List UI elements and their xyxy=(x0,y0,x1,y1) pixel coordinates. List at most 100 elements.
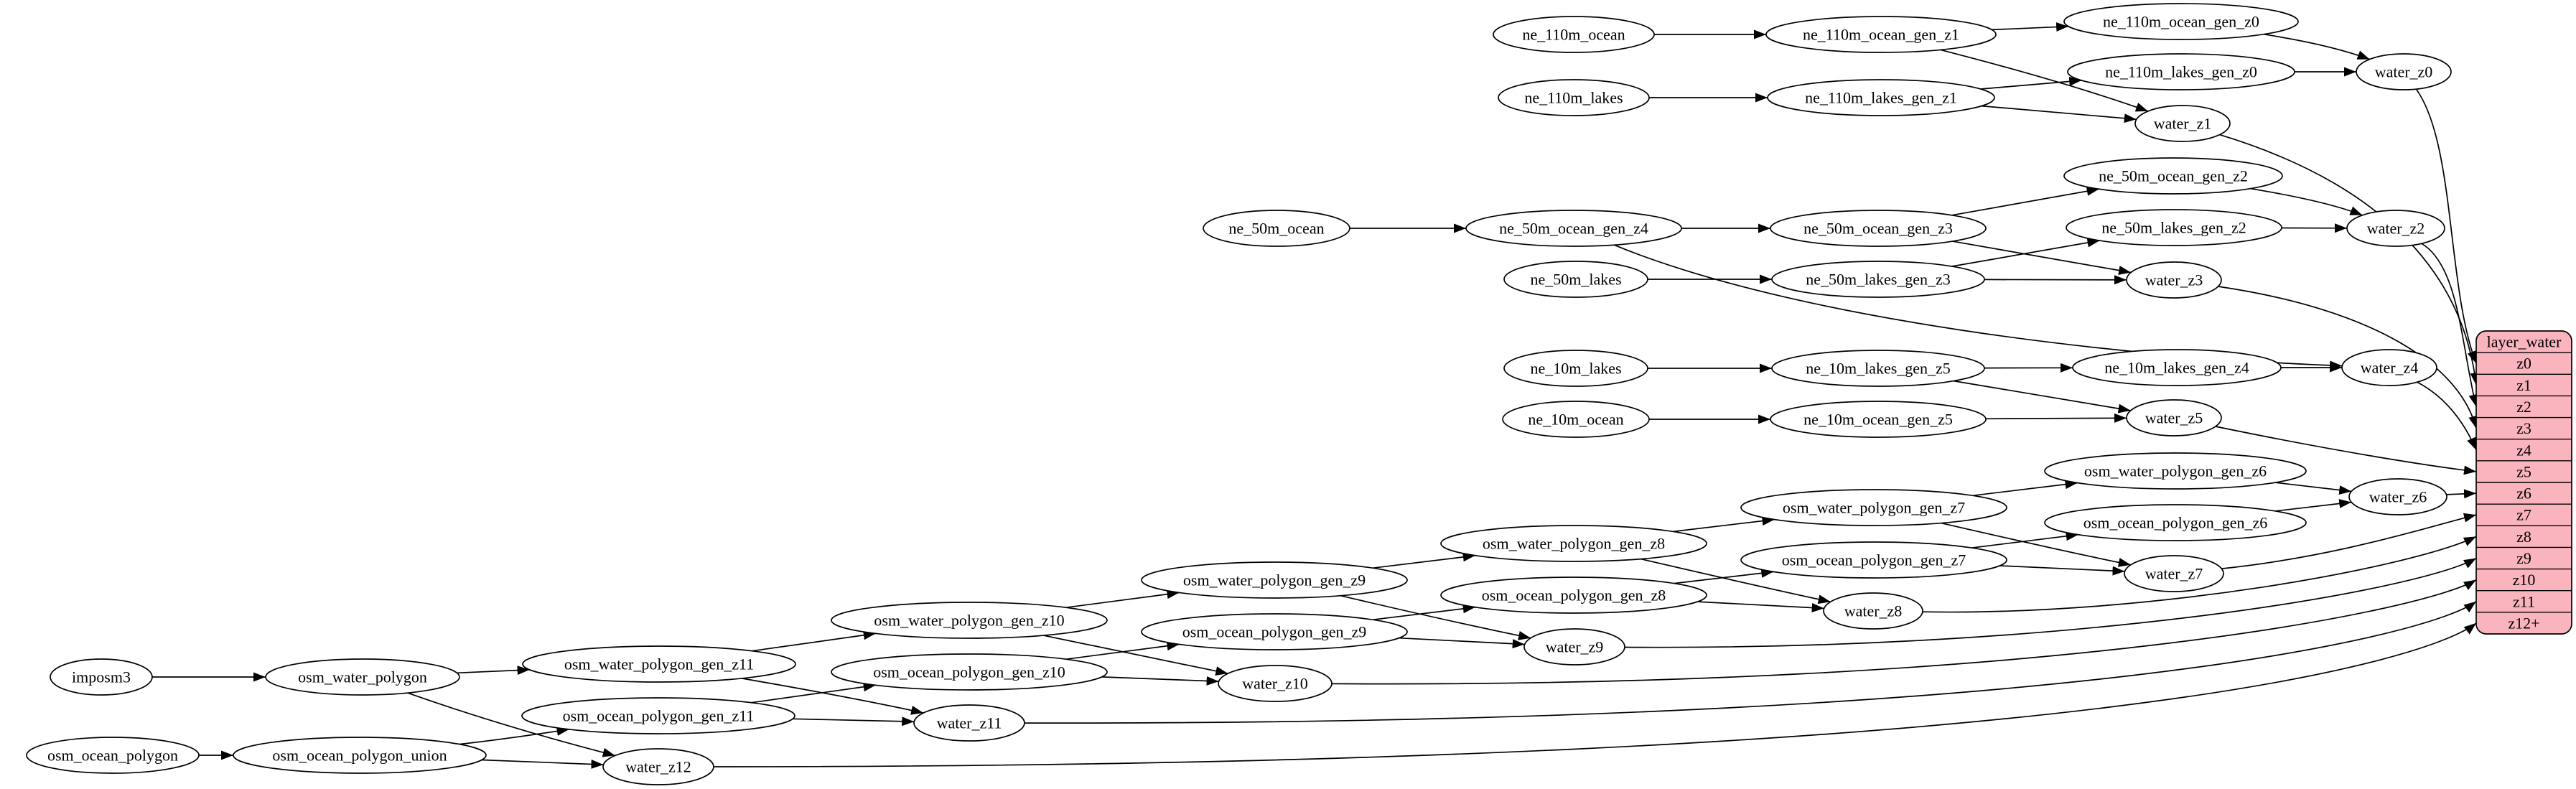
node-label-ne_10m_lakes_gen_z5: ne_10m_lakes_gen_z5 xyxy=(1806,359,1951,377)
node-label-water_z6: water_z6 xyxy=(2369,487,2427,505)
record-layer: layer_waterz0z1z2z3z4z5z6z7z8z9z10z11z12… xyxy=(2475,330,2572,635)
node-ne_110m_ocean_gen_z1: ne_110m_ocean_gen_z1 xyxy=(1765,16,1997,53)
node-label-water_z11: water_z11 xyxy=(937,714,1002,732)
node-ne_50m_lakes: ne_50m_lakes xyxy=(1503,261,1648,298)
record-row-z4: z4 xyxy=(2516,441,2531,459)
node-label-osm_water_polygon_gen_z9: osm_water_polygon_gen_z9 xyxy=(1183,571,1366,589)
edge-osm_ocean_polygon_gen_z7-to-osm_ocean_polygon_gen_z6 xyxy=(1971,531,2078,548)
record-row-z3: z3 xyxy=(2516,419,2531,437)
edge-osm_ocean_polygon_gen_z9-to-water_z9 xyxy=(1399,637,1525,649)
edge-water_z6-to-layer_water-z6 xyxy=(2446,489,2477,499)
edge-water_z3-to-layer_water-z3 xyxy=(2218,286,2478,429)
edge-ne_110m_ocean_gen_z1-to-water_z1 xyxy=(1940,49,2149,112)
node-ne_10m_lakes_gen_z5: ne_10m_lakes_gen_z5 xyxy=(1771,350,1985,387)
node-ellipse-water_z0 xyxy=(2356,53,2452,90)
edge-water_z11-to-layer_water-z11 xyxy=(1024,601,2477,724)
node-label-osm_water_polygon_gen_z6: osm_water_polygon_gen_z6 xyxy=(2084,462,2267,480)
node-water_z8: water_z8 xyxy=(1823,592,1923,630)
node-ne_50m_lakes_gen_z3: ne_50m_lakes_gen_z3 xyxy=(1771,261,1985,298)
edge-osm_water_polygon_gen_z10-to-water_z10 xyxy=(1043,635,1228,676)
node-ne_50m_ocean_gen_z2: ne_50m_ocean_gen_z2 xyxy=(2063,157,2283,195)
node-label-water_z10: water_z10 xyxy=(1242,674,1308,692)
node-osm_water_polygon_gen_z8: osm_water_polygon_gen_z8 xyxy=(1440,525,1707,562)
edge-water_z8-to-layer_water-z8 xyxy=(1922,536,2477,613)
node-osm_water_polygon_gen_z9: osm_water_polygon_gen_z9 xyxy=(1141,561,1408,599)
record-row-z11: z11 xyxy=(2513,592,2535,610)
node-ellipse-ne_110m_lakes_gen_z0 xyxy=(2067,53,2295,90)
node-ellipse-ne_110m_ocean xyxy=(1493,16,1655,53)
node-ellipse-ne_50m_ocean xyxy=(1203,210,1350,247)
edge-ne_110m_ocean_gen_z0-to-water_z0 xyxy=(2263,33,2370,60)
node-label-osm_ocean_polygon_gen_z10: osm_ocean_polygon_gen_z10 xyxy=(873,663,1065,681)
record-row-z2: z2 xyxy=(2516,398,2531,416)
node-label-osm_ocean_polygon_union: osm_ocean_polygon_union xyxy=(272,746,447,764)
node-label-ne_50m_lakes_gen_z3: ne_50m_lakes_gen_z3 xyxy=(1806,270,1951,288)
node-ellipse-osm_ocean_polygon_gen_z11 xyxy=(521,697,795,734)
edge-ne_110m_lakes_gen_z1-to-water_z1 xyxy=(1981,105,2137,123)
node-water_z9: water_z9 xyxy=(1523,628,1625,666)
node-water_z3: water_z3 xyxy=(2126,261,2222,299)
node-osm_water_polygon_gen_z10: osm_water_polygon_gen_z10 xyxy=(831,602,1108,639)
node-imposm3: imposm3 xyxy=(50,658,153,696)
node-ellipse-ne_50m_lakes xyxy=(1503,261,1648,298)
node-ellipse-water_z2 xyxy=(2346,210,2445,247)
node-ellipse-ne_10m_ocean xyxy=(1502,401,1650,438)
edge-osm_ocean_polygon_gen_z10-to-osm_ocean_polygon_gen_z9 xyxy=(1065,641,1180,660)
edge-osm_ocean_polygon_gen_z11-to-osm_ocean_polygon_gen_z10 xyxy=(751,682,876,704)
node-label-water_z3: water_z3 xyxy=(2145,271,2203,289)
node-ne_10m_ocean_gen_z5: ne_10m_ocean_gen_z5 xyxy=(1770,401,1987,438)
edge-water_z4-to-layer_water-z4 xyxy=(2417,381,2477,451)
node-ne_10m_lakes_gen_z4: ne_10m_lakes_gen_z4 xyxy=(2072,349,2282,386)
node-osm_ocean_polygon_gen_z7: osm_ocean_polygon_gen_z7 xyxy=(1740,541,2007,579)
edge-osm_ocean_polygon_gen_z6-to-water_z6 xyxy=(2274,499,2352,512)
node-ne_110m_lakes_gen_z1: ne_110m_lakes_gen_z1 xyxy=(1767,79,1995,116)
edge-ne_50m_ocean_gen_z4-to-water_z4 xyxy=(1613,244,2343,370)
node-label-water_z2: water_z2 xyxy=(2367,219,2425,237)
node-ellipse-osm_water_polygon_gen_z11 xyxy=(522,645,796,683)
node-osm_ocean_polygon_gen_z11: osm_ocean_polygon_gen_z11 xyxy=(521,697,795,734)
node-water_z4: water_z4 xyxy=(2341,349,2437,386)
node-ellipse-osm_ocean_polygon_gen_z8 xyxy=(1440,576,1707,614)
node-water_z6: water_z6 xyxy=(2348,478,2447,515)
node-ellipse-osm_ocean_polygon_gen_z9 xyxy=(1141,613,1408,650)
node-water_z1: water_z1 xyxy=(2134,105,2231,142)
record-row-z6: z6 xyxy=(2516,485,2531,503)
edge-water_z0-to-layer_water-z0 xyxy=(2415,88,2477,364)
node-label-water_z0: water_z0 xyxy=(2375,62,2433,80)
node-label-ne_10m_lakes: ne_10m_lakes xyxy=(1530,359,1621,377)
node-water_z0: water_z0 xyxy=(2356,53,2452,90)
edge-osm_water_polygon_gen_z8-to-water_z8 xyxy=(1640,558,1831,604)
node-ellipse-ne_50m_lakes_gen_z3 xyxy=(1771,261,1985,298)
node-ellipse-ne_110m_ocean_gen_z0 xyxy=(2063,3,2299,40)
node-ellipse-ne_50m_lakes_gen_z2 xyxy=(2066,209,2282,246)
edge-osm_water_polygon_gen_z7-to-water_z7 xyxy=(1941,522,2131,567)
node-label-ne_110m_lakes: ne_110m_lakes xyxy=(1524,88,1623,106)
node-ellipse-water_z11 xyxy=(913,704,1025,742)
node-ellipse-water_z12 xyxy=(602,748,714,785)
node-osm_ocean_polygon_gen_z6: osm_ocean_polygon_gen_z6 xyxy=(2044,504,2307,541)
node-label-water_z9: water_z9 xyxy=(1546,638,1604,655)
edge-osm_ocean_polygon_union-to-water_z12 xyxy=(481,759,604,769)
node-osm_ocean_polygon_gen_z10: osm_ocean_polygon_gen_z10 xyxy=(831,653,1108,691)
node-label-ne_110m_lakes_gen_z0: ne_110m_lakes_gen_z0 xyxy=(2105,62,2257,80)
node-ellipse-osm_ocean_polygon xyxy=(26,737,200,774)
edge-osm_water_polygon_gen_z7-to-osm_water_polygon_gen_z6 xyxy=(1972,480,2078,497)
edge-ne_10m_ocean_gen_z5-to-water_z5 xyxy=(1985,413,2127,423)
node-label-ne_50m_lakes_gen_z2: ne_50m_lakes_gen_z2 xyxy=(2101,218,2246,236)
node-ellipse-ne_10m_lakes xyxy=(1503,350,1648,387)
edge-osm_water_polygon_gen_z9-to-water_z9 xyxy=(1340,594,1531,640)
record-row-z12plus: z12+ xyxy=(2508,614,2539,632)
node-label-osm_ocean_polygon: osm_ocean_polygon xyxy=(47,746,178,764)
edge-water_z10-to-layer_water-z10 xyxy=(1331,579,2477,685)
edge-osm_water_polygon_gen_z11-to-water_z11 xyxy=(741,678,924,715)
node-ellipse-ne_10m_ocean_gen_z5 xyxy=(1770,401,1987,438)
node-osm_ocean_polygon_gen_z8: osm_ocean_polygon_gen_z8 xyxy=(1440,576,1707,614)
node-water_z11: water_z11 xyxy=(913,704,1025,742)
edge-water_z2-to-layer_water-z2 xyxy=(2421,243,2478,407)
record-row-z0: z0 xyxy=(2516,355,2531,373)
node-label-water_z4: water_z4 xyxy=(2361,358,2419,376)
edge-osm_ocean_polygon_gen_z10-to-water_z10 xyxy=(1101,676,1219,686)
edge-osm_ocean_polygon_union-to-osm_ocean_polygon_gen_z11 xyxy=(459,727,569,745)
